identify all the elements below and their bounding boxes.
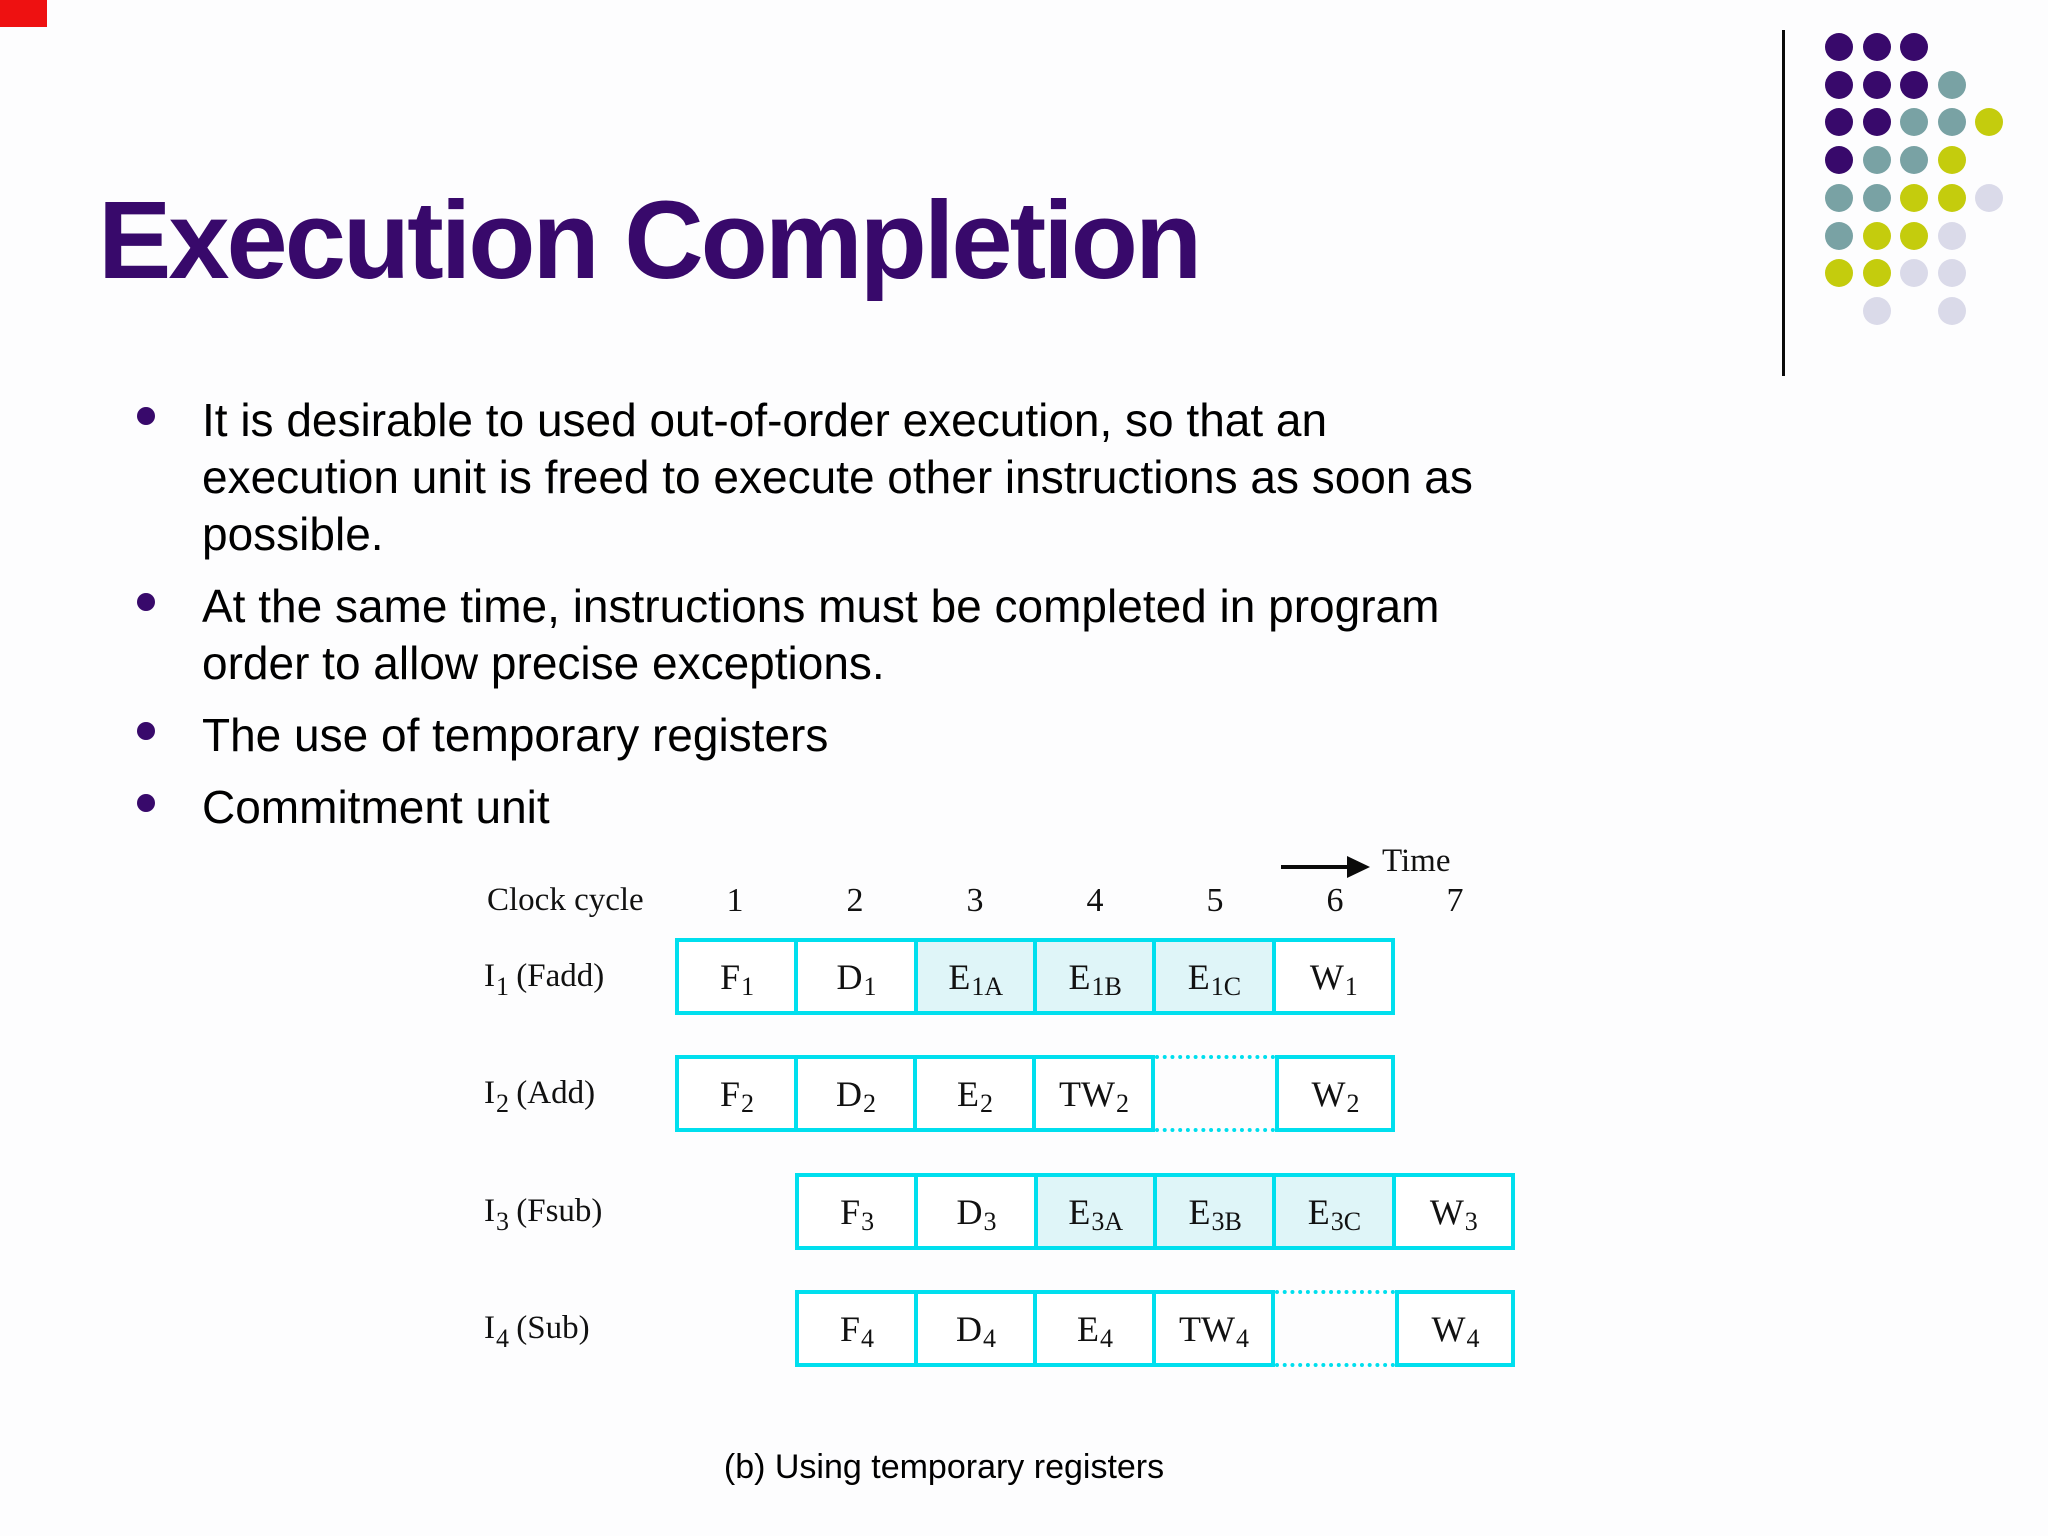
decorative-dot	[1900, 221, 1928, 250]
decorative-dot	[1825, 146, 1853, 175]
bullet-text: Commitment unit	[202, 781, 550, 833]
time-arrow-head-icon	[1347, 856, 1370, 878]
decorative-dot	[1975, 183, 2003, 212]
decorative-dot	[1975, 108, 2003, 137]
decorative-dot	[1825, 70, 1853, 99]
pipeline-stall-gap	[1155, 1055, 1275, 1132]
bullet-marker-icon	[137, 593, 155, 611]
cycle-number: 6	[1326, 882, 1344, 919]
cycle-number: 2	[846, 882, 864, 919]
bullet-item: The use of temporary registers	[137, 707, 1937, 764]
decorative-dot	[1900, 33, 1928, 61]
decorative-dot	[1900, 70, 1928, 99]
decorative-dot	[1862, 221, 1891, 250]
bullet-marker-icon	[137, 722, 155, 740]
clock-cycle-label: Clock cycle	[487, 882, 644, 918]
pipeline-stall-gap	[1275, 1290, 1395, 1367]
decorative-dot	[1937, 296, 1966, 325]
decorative-dot	[1862, 183, 1891, 212]
diagram-caption: (b) Using temporary registers	[723, 1448, 1165, 1486]
decorative-dot	[1862, 146, 1891, 175]
decorative-dot	[1937, 70, 1966, 99]
decorative-dot	[1862, 70, 1891, 99]
decorative-dot	[1825, 108, 1853, 137]
bullet-item: It is desirable to used out-of-order exe…	[137, 392, 1937, 563]
page-title: Execution Completion	[98, 179, 1202, 302]
bullet-text: At the same time, instructions must be c…	[202, 580, 1440, 689]
decorative-dot	[1862, 108, 1891, 137]
bullet-marker-icon	[137, 407, 155, 425]
bullet-text: The use of temporary registers	[202, 709, 829, 761]
cycle-number: 7	[1446, 882, 1464, 919]
decorative-dot	[1825, 221, 1853, 250]
cycle-number: 4	[1086, 882, 1104, 919]
decorative-dot	[1900, 108, 1928, 137]
bullet-marker-icon	[137, 794, 155, 812]
decorative-dot	[1900, 183, 1928, 212]
decorative-dot	[1862, 33, 1891, 61]
decorative-dot	[1937, 183, 1966, 212]
decorative-dot	[1937, 221, 1966, 250]
cycle-number: 5	[1206, 882, 1224, 919]
decorative-dot	[1862, 296, 1891, 325]
time-arrow-line	[1281, 865, 1349, 869]
decorative-dot	[1900, 146, 1928, 175]
decorative-dot	[1937, 146, 1966, 175]
time-label: Time	[1382, 843, 1451, 879]
decorative-dot	[1825, 33, 1853, 61]
cycle-number: 1	[726, 882, 744, 919]
bullet-text: It is desirable to used out-of-order exe…	[202, 394, 1473, 560]
bullet-item: At the same time, instructions must be c…	[137, 578, 1937, 692]
decorative-dot	[1862, 259, 1891, 288]
decorative-dot	[1937, 259, 1966, 288]
decorative-dot	[1937, 108, 1966, 137]
bullet-item: Commitment unit	[137, 779, 1937, 836]
decorative-dot	[1825, 259, 1853, 288]
decorative-dot	[1825, 183, 1853, 212]
cycle-number: 3	[966, 882, 984, 919]
decorative-dot	[1900, 259, 1928, 288]
corner-mark	[0, 0, 47, 27]
decorative-vertical-line	[1782, 30, 1785, 376]
bullet-list: It is desirable to used out-of-order exe…	[137, 392, 1937, 851]
